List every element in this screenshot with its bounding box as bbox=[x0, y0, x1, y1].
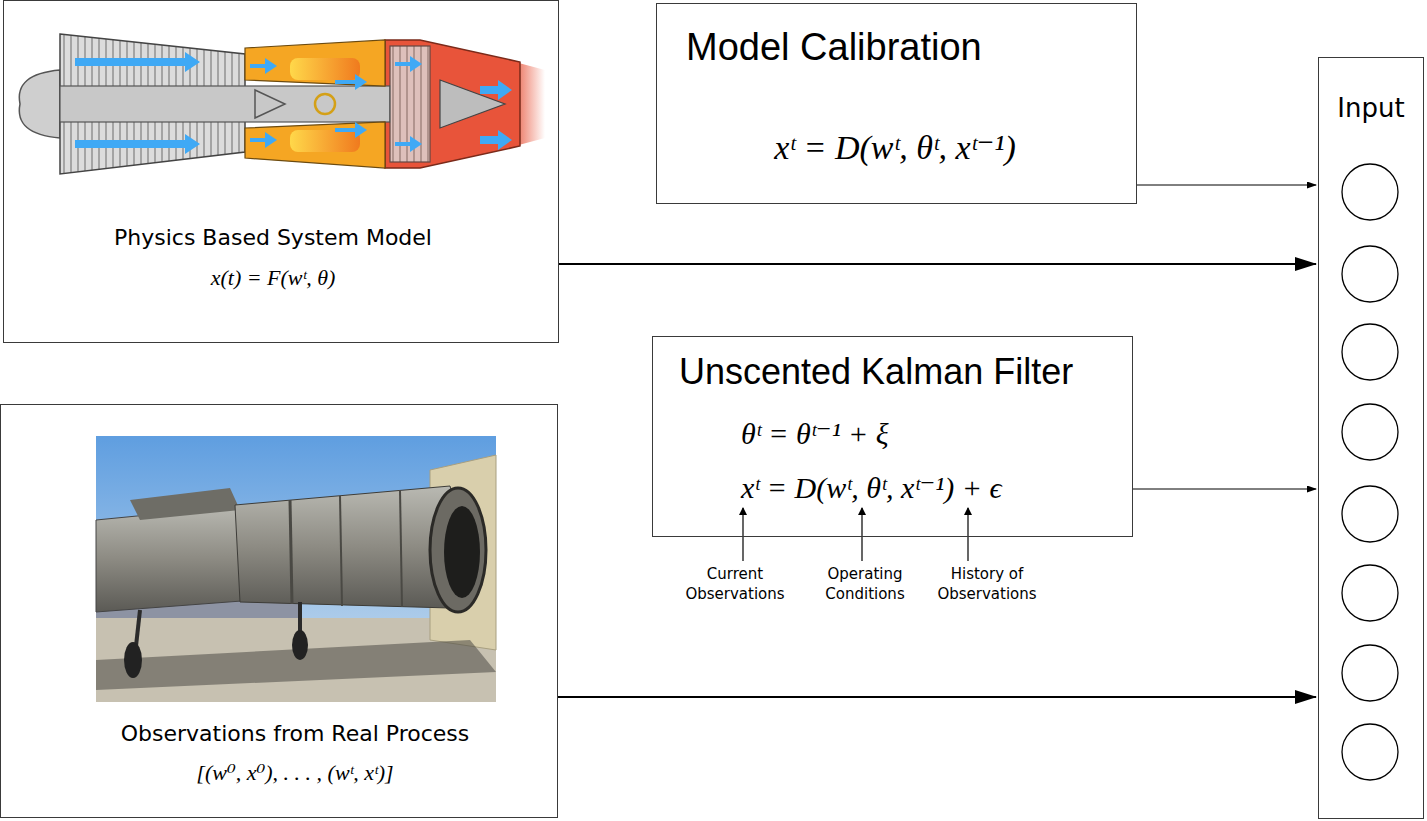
leader-arrows-part bbox=[967, 508, 968, 561]
leader-arrows bbox=[743, 508, 968, 561]
engine-photo-part bbox=[444, 506, 480, 598]
annotation-label: History of Observations bbox=[922, 565, 1052, 604]
jet-engine-illustration-part bbox=[390, 46, 430, 162]
leader-arrows-part bbox=[861, 508, 862, 561]
flow-arrow bbox=[558, 696, 1316, 698]
engine-photo-part bbox=[430, 455, 496, 650]
engine-photo-part bbox=[292, 630, 308, 660]
jet-engine-illustration-part bbox=[480, 80, 512, 100]
engine-photo-part bbox=[130, 488, 240, 520]
jet-engine-illustration-part bbox=[385, 40, 520, 168]
flow-arrow bbox=[1137, 185, 1316, 186]
jet-engine-illustration-part bbox=[335, 122, 367, 138]
jet-engine-illustration-part bbox=[60, 86, 390, 122]
layer-title: Input bbox=[1337, 93, 1404, 124]
jet-engine-illustration-part bbox=[255, 90, 285, 118]
input-neurons-part bbox=[1342, 246, 1398, 302]
jet-engine-illustration-part bbox=[19, 70, 60, 138]
jet-engine-illustration-part bbox=[395, 136, 422, 152]
engine-photo bbox=[96, 436, 496, 702]
method-box: Unscented Kalman Filter θᵗ = θᵗ⁻¹ + ξ xᵗ =… bbox=[652, 336, 1133, 537]
input-neurons bbox=[1342, 164, 1398, 780]
box-title: Unscented Kalman Filter bbox=[679, 350, 1073, 393]
jet-engine-illustration bbox=[19, 34, 545, 174]
jet-engine-illustration-part bbox=[290, 130, 360, 152]
input-neurons-part bbox=[1342, 724, 1398, 780]
formula: xᵗ = D(wᵗ, θᵗ, xᵗ⁻¹) bbox=[774, 128, 1016, 169]
engine-photo-part bbox=[124, 642, 142, 678]
engine-photo-part bbox=[400, 490, 402, 607]
box-title: Physics Based System Model bbox=[114, 225, 432, 251]
formula: x(t) = F(wᵗ, θ) bbox=[211, 265, 336, 291]
engine-photo-part bbox=[290, 500, 292, 604]
input-neurons-part bbox=[1342, 645, 1398, 701]
engine-photo-part bbox=[96, 505, 255, 612]
engine-photo-part bbox=[340, 496, 342, 606]
jet-engine-illustration-part bbox=[250, 132, 277, 148]
box-title: Model Calibration bbox=[686, 25, 982, 71]
jet-engine-illustration-part bbox=[75, 134, 200, 154]
jet-engine-illustration-part bbox=[290, 58, 360, 80]
jet-engine-illustration-part bbox=[480, 130, 512, 150]
input-neurons-part bbox=[1342, 486, 1398, 542]
annotation-label: Operating Conditions bbox=[800, 565, 930, 604]
input-layer-box: Input bbox=[1318, 57, 1424, 819]
input-neurons-part bbox=[1342, 324, 1398, 380]
jet-engine-illustration-part bbox=[75, 52, 200, 72]
formula: θᵗ = θᵗ⁻¹ + ξ bbox=[741, 416, 889, 452]
model-box: Physics Based System Model x(t) = F(wᵗ, θ… bbox=[3, 0, 559, 343]
jet-engine-illustration-part bbox=[250, 58, 277, 74]
flow-arrow bbox=[559, 263, 1316, 265]
flow-arrow bbox=[1133, 489, 1316, 490]
engine-photo-part bbox=[96, 436, 496, 702]
leader-arrows-part bbox=[742, 508, 743, 561]
method-box: Model Calibration xᵗ = D(wᵗ, θᵗ, xᵗ⁻¹) bbox=[656, 3, 1137, 204]
input-neurons-part bbox=[1342, 565, 1398, 621]
formula: [(w⁰, x⁰), . . . , (wᵗ, xᵗ)] bbox=[196, 760, 393, 786]
jet-engine-illustration-part bbox=[245, 40, 385, 86]
jet-engine-illustration-part bbox=[335, 74, 367, 90]
jet-engine-illustration-part bbox=[395, 56, 422, 72]
input-neurons-part bbox=[1342, 404, 1398, 460]
box-title: Observations from Real Process bbox=[121, 721, 470, 747]
formula: xᵗ = D(wᵗ, θᵗ, xᵗ⁻¹) + ϵ bbox=[741, 470, 1002, 506]
annotation-label: Current Observations bbox=[670, 565, 800, 604]
jet-engine-illustration-part bbox=[315, 94, 335, 114]
engine-photo-part bbox=[430, 488, 486, 612]
observation-box: Observations from Real Process [(w⁰, x⁰),… bbox=[0, 404, 558, 818]
jet-engine-illustration-part bbox=[245, 122, 385, 168]
input-neurons-part bbox=[1342, 164, 1398, 220]
